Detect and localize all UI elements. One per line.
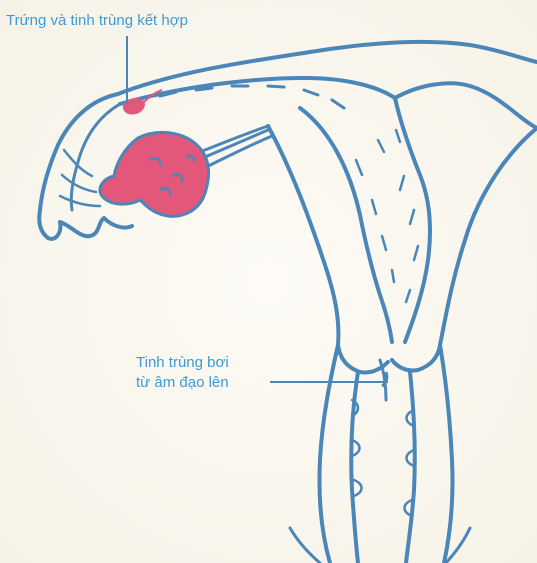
label-fertilization: Trứng và tinh trùng kết hợp: [6, 11, 188, 31]
vagina-left-outer: [319, 345, 338, 563]
cervix-right: [392, 345, 440, 371]
uterus-fundus: [395, 83, 537, 128]
ovary: [100, 132, 209, 216]
label-sperm-swim: Tinh trùng bơi từ âm đạo lên: [136, 353, 229, 393]
uterus-right-wall: [440, 128, 537, 345]
vulva-lines: [290, 528, 470, 563]
vagina-right-inner: [406, 372, 415, 563]
uterus-left-wall: [268, 126, 338, 345]
label-sperm-swim-line2: từ âm đạo lên: [136, 373, 229, 393]
uterine-cavity-right: [395, 98, 430, 342]
vagina-right-outer: [440, 345, 453, 563]
label-sperm-swim-line1: Tinh trùng bơi: [136, 353, 229, 373]
ovarian-ligament: [198, 126, 272, 168]
uterine-lining-strokes: [356, 130, 418, 302]
vaginal-ridges: [352, 400, 414, 516]
